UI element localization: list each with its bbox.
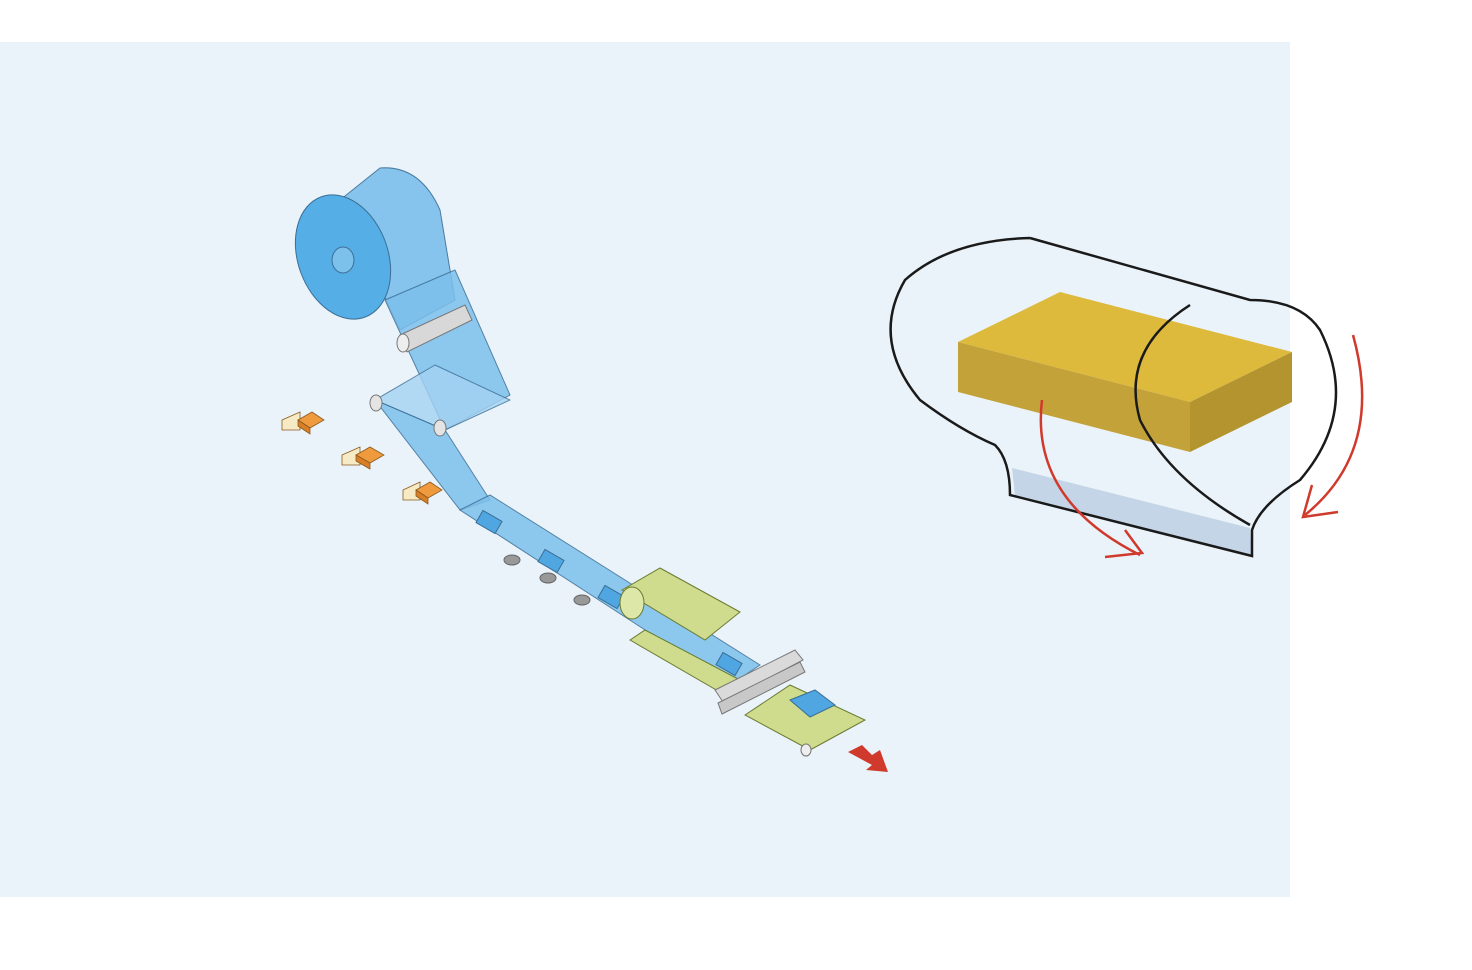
seal-strip <box>1012 468 1252 556</box>
film-web <box>374 269 511 511</box>
product-block-side <box>1190 352 1292 452</box>
product-block-front <box>958 342 1190 452</box>
upper-belt-conveyor <box>619 567 741 641</box>
film-tube-conveyor <box>458 494 761 686</box>
sealing-wheels <box>503 554 591 606</box>
infeed-products <box>281 411 443 505</box>
cross-sealing-jaws <box>714 649 806 715</box>
diagram-background-panel <box>0 42 1290 897</box>
film-wrap-outline <box>889 236 1338 558</box>
flow-wrap-principle-sketch <box>889 236 1364 559</box>
guide-roller-top <box>396 304 473 353</box>
outfeed-conveyor <box>744 684 867 757</box>
fold-arrow-right-icon <box>1304 334 1364 516</box>
output-arrow-icon <box>848 745 888 772</box>
product-block-top <box>958 292 1292 402</box>
guide-rollers-former <box>369 394 447 437</box>
fold-arrow-left-icon <box>1039 399 1141 557</box>
